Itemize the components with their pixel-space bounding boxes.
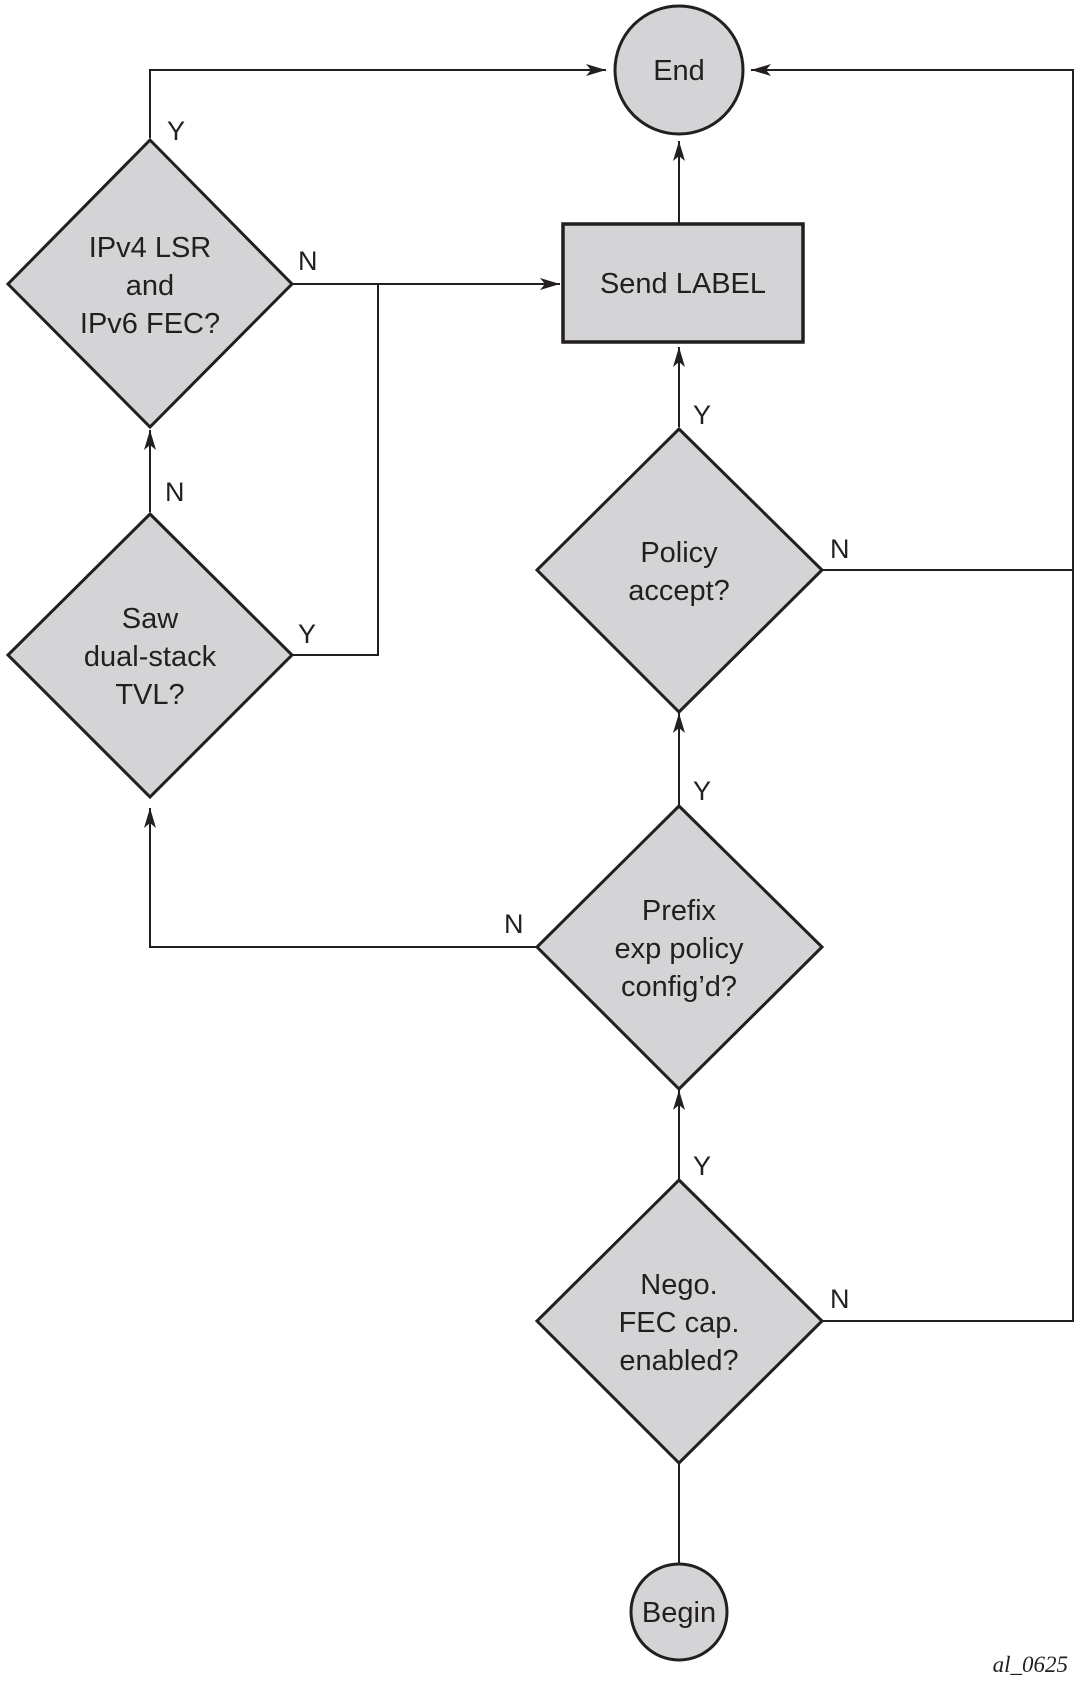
send-label-box: Send LABEL (561, 222, 805, 344)
saw-no-label: N (165, 477, 185, 507)
prefix-exp-line-3: config’d? (621, 971, 737, 1003)
connector-ipv4-yes-to-end (149, 64, 606, 138)
nego-fec-line-1: Nego. (640, 1269, 717, 1301)
saw-dual-stack-line-1: Saw (122, 603, 179, 635)
branch-labels: Y N N Y Y N Y N Y N (165, 116, 850, 1314)
prefix-exp-line-1: Prefix (642, 895, 717, 927)
policy-accept-line-1: Policy (640, 537, 718, 569)
ipv4-lsr-decision: IPv4 LSR and IPv6 FEC? (5, 137, 295, 430)
policy-yes-label: Y (693, 400, 711, 430)
nego-no-label: N (830, 1284, 850, 1314)
ipv4-lsr-line-2: and (126, 270, 174, 302)
saw-yes-label: Y (298, 619, 316, 649)
prefix-yes-label: Y (693, 776, 711, 806)
send-label-text: Send LABEL (600, 268, 766, 300)
begin-terminal: Begin (629, 1562, 729, 1662)
nego-yes-label: Y (693, 1151, 711, 1181)
saw-dual-stack-line-2: dual-stack (84, 641, 217, 673)
prefix-exp-decision: Prefix exp policy config’d? (534, 803, 825, 1092)
connectors (144, 64, 1074, 1565)
begin-label: Begin (642, 1597, 716, 1629)
connector-nego-no-to-end (751, 64, 1074, 1322)
saw-dual-stack-line-3: TVL? (115, 679, 184, 711)
prefix-exp-line-2: exp policy (615, 933, 744, 965)
end-label: End (653, 55, 705, 87)
end-terminal: End (613, 4, 745, 136)
connector-saw-yes-to-junction (292, 284, 379, 656)
ipv4-no-label: N (298, 246, 318, 276)
nego-fec-diamond: Nego. FEC cap. enabled? (534, 1177, 825, 1466)
saw-dual-stack-decision: Saw dual-stack TVL? (5, 511, 295, 800)
policy-accept-decision: Policy accept? (534, 426, 825, 715)
nego-fec-line-3: enabled? (619, 1345, 738, 1377)
figure-id: al_0625 (993, 1652, 1068, 1677)
ipv4-yes-label: Y (167, 116, 185, 146)
policy-no-label: N (830, 534, 850, 564)
ipv4-lsr-line-3: IPv6 FEC? (80, 308, 220, 340)
policy-accept-line-2: accept? (628, 575, 730, 607)
nego-fec-line-2: FEC cap. (619, 1307, 740, 1339)
ipv4-lsr-line-1: IPv4 LSR (89, 232, 212, 264)
connector-prefix-no-to-saw (144, 808, 537, 948)
prefix-no-label: N (504, 909, 524, 939)
